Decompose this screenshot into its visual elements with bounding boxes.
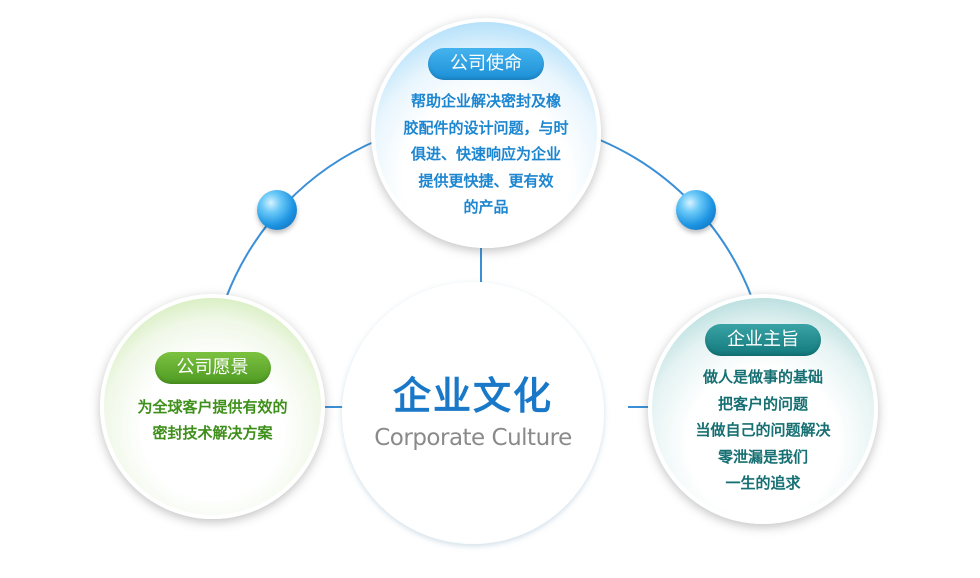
mission-line: 胶配件的设计问题，与时 [403,118,569,137]
vision-line: 为全球客户提供有效的 [137,398,288,416]
tenet-line: 一生的追求 [725,474,801,492]
arc-right [599,139,753,299]
vision-line: 密封技术解决方案 [152,424,273,442]
arc-left [225,139,379,299]
mission-line: 帮助企业解决密封及橡 [410,92,561,110]
mission-line: 的产品 [463,198,509,216]
mission-line: 俱进、快速响应为企业 [410,145,561,163]
mission-text: 帮助企业解决密封及橡 胶配件的设计问题，与时 俱进、快速响应为企业 提供更快捷、… [403,88,568,221]
center-subtitle: Corporate Culture [374,425,572,451]
tenet-label: 企业主旨 [705,324,821,356]
connector-dot-right [676,190,716,230]
tenet-line: 把客户的问题 [717,394,808,413]
tenet-text: 做人是做事的基础 把客户的问题 当做自己的问题解决 零泄漏是我们 一生的追求 [695,364,830,497]
mission-label: 公司使命 [428,48,544,80]
mission-bubble: 公司使命 帮助企业解决密封及橡 胶配件的设计问题，与时 俱进、快速响应为企业 提… [371,18,601,248]
tenet-line: 零泄漏是我们 [717,447,808,466]
vision-label: 公司愿景 [154,352,271,384]
mission-line: 提供更快捷、更有效 [418,171,554,190]
connector-dot-left [257,190,297,230]
tenet-line: 当做自己的问题解决 [695,421,831,439]
tenet-bubble: 企业主旨 做人是做事的基础 把客户的问题 当做自己的问题解决 零泄漏是我们 一生… [648,294,878,524]
vision-text: 为全球客户提供有效的 密封技术解决方案 [137,394,287,446]
tenet-line: 做人是做事的基础 [702,368,823,386]
vision-bubble: 公司愿景 为全球客户提供有效的 密封技术解决方案 [100,294,325,519]
center-circle: 企业文化 Corporate Culture [342,282,604,544]
center-title: 企业文化 [392,374,553,418]
